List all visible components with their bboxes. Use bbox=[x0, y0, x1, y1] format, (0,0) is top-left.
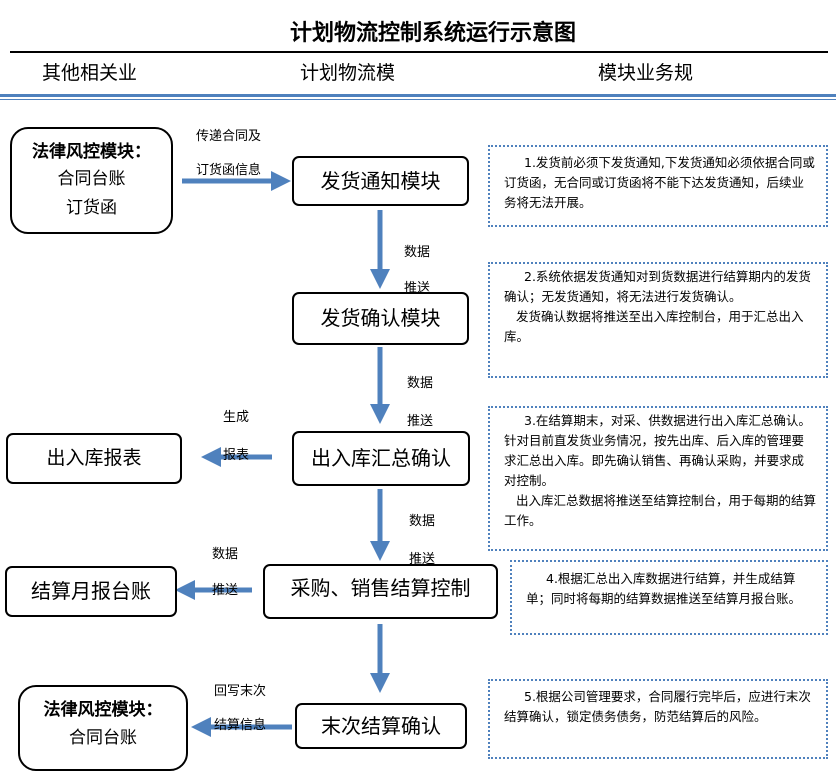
label-generate-report-line1: 生成 bbox=[223, 410, 250, 425]
note-rule-3-text-1: 3.在结算期末，对采、供数据进行出入库汇总确认。针对目前直发货业务情况，按先出库… bbox=[504, 413, 811, 488]
label-writeback-line2: 结算信息 bbox=[214, 718, 267, 733]
note-rule-5: 5.根据公司管理要求，合同履行完毕后，应进行末次结算确认，锁定债务债务，防范结算… bbox=[488, 679, 828, 759]
note-rule-2-text-2: 发货确认数据将推送至出入库控制台，用于汇总出入库。 bbox=[504, 309, 804, 344]
note-rule-2: 2.系统依据发货通知对到货数据进行结算期内的发货确认；无发货通知，将无法进行发货… bbox=[488, 262, 828, 378]
label-data-push-4: 数据 推送 bbox=[212, 537, 238, 609]
module-delivery-notice: 发货通知模块 bbox=[292, 156, 469, 206]
label-generate-report: 生成 报表 bbox=[223, 399, 249, 475]
module-final-settlement: 末次结算确认 bbox=[295, 703, 467, 749]
label-writeback-line1: 回写末次 bbox=[214, 684, 267, 699]
label-transfer-contract-line1: 传递合同及 bbox=[196, 129, 262, 144]
note-rule-1: 1.发货前必须下发货通知,下发货通知必须依据合同或订货函，无合同或订货函将不能下… bbox=[488, 145, 828, 227]
label-data-push-1-line1: 数据 bbox=[404, 245, 431, 260]
note-rule-5-text: 5.根据公司管理要求，合同履行完毕后，应进行末次结算确认，锁定债务债务，防范结算… bbox=[504, 689, 811, 724]
note-rule-2-text-1: 2.系统依据发货通知对到货数据进行结算期内的发货确认；无发货通知，将无法进行发货… bbox=[504, 269, 811, 304]
box-legal-risk-top-title: 法律风控模块： bbox=[32, 142, 151, 162]
label-data-push-1-line2: 推送 bbox=[404, 281, 431, 296]
title-rule bbox=[10, 51, 828, 53]
label-data-push-4-line2: 推送 bbox=[212, 583, 239, 598]
module-delivery-confirm: 发货确认模块 bbox=[292, 292, 469, 345]
label-data-push-3-line2: 推送 bbox=[409, 552, 436, 567]
module-inout-summary: 出入库汇总确认 bbox=[292, 431, 470, 486]
label-data-push-2-line1: 数据 bbox=[407, 376, 434, 391]
label-data-push-3-line1: 数据 bbox=[409, 514, 436, 529]
header-rules: 模块业务规 bbox=[598, 62, 694, 84]
box-legal-risk-top-line1: 合同台账 bbox=[57, 169, 126, 189]
label-transfer-contract-line2: 订货函信息 bbox=[196, 163, 262, 178]
box-legal-risk-bottom-line1: 合同台账 bbox=[69, 728, 137, 748]
box-legal-risk-bottom-title: 法律风控模块： bbox=[43, 700, 163, 720]
box-legal-risk-bottom: 法律风控模块： 合同台账 bbox=[18, 685, 188, 771]
label-transfer-contract: 传递合同及 订货函信息 bbox=[196, 120, 261, 188]
header-modules: 计划物流模 bbox=[300, 62, 396, 84]
note-rule-1-text: 1.发货前必须下发货通知,下发货通知必须依据合同或订货函，无合同或订货函将不能下… bbox=[504, 155, 815, 210]
note-rule-4-text: 4.根据汇总出入库数据进行结算，并生成结算单；同时将每期的结算数据推送至结算月报… bbox=[526, 571, 802, 606]
box-legal-risk-top-line2: 订货函 bbox=[66, 198, 117, 218]
label-data-push-1: 数据 推送 bbox=[404, 235, 430, 307]
note-rule-4: 4.根据汇总出入库数据进行结算，并生成结算单；同时将每期的结算数据推送至结算月报… bbox=[510, 560, 828, 635]
note-rule-3-text-2: 出入库汇总数据将推送至结算控制台，用于每期的结算工作。 bbox=[504, 493, 817, 528]
module-settlement-control: 采购、销售结算控制 bbox=[263, 564, 498, 619]
diagram-title: 计划物流控制系统运行示意图 bbox=[289, 21, 576, 46]
header-rule-thin bbox=[0, 99, 836, 100]
label-data-push-2: 数据 推送 bbox=[407, 365, 433, 441]
label-data-push-3: 数据 推送 bbox=[409, 503, 435, 579]
label-data-push-4-line1: 数据 bbox=[212, 547, 239, 562]
box-legal-risk-top: 法律风控模块： 合同台账 订货函 bbox=[10, 127, 173, 234]
label-data-push-2-line2: 推送 bbox=[407, 414, 434, 429]
box-inout-report: 出入库报表 bbox=[6, 433, 182, 484]
label-generate-report-line2: 报表 bbox=[223, 448, 250, 463]
note-rule-3: 3.在结算期末，对采、供数据进行出入库汇总确认。针对目前直发货业务情况，按先出库… bbox=[488, 406, 828, 551]
header-related: 其他相关业 bbox=[42, 62, 138, 84]
label-writeback: 回写末次 结算信息 bbox=[214, 675, 266, 743]
box-settlement-ledger: 结算月报台账 bbox=[5, 566, 177, 617]
header-rule-thick bbox=[0, 94, 836, 97]
